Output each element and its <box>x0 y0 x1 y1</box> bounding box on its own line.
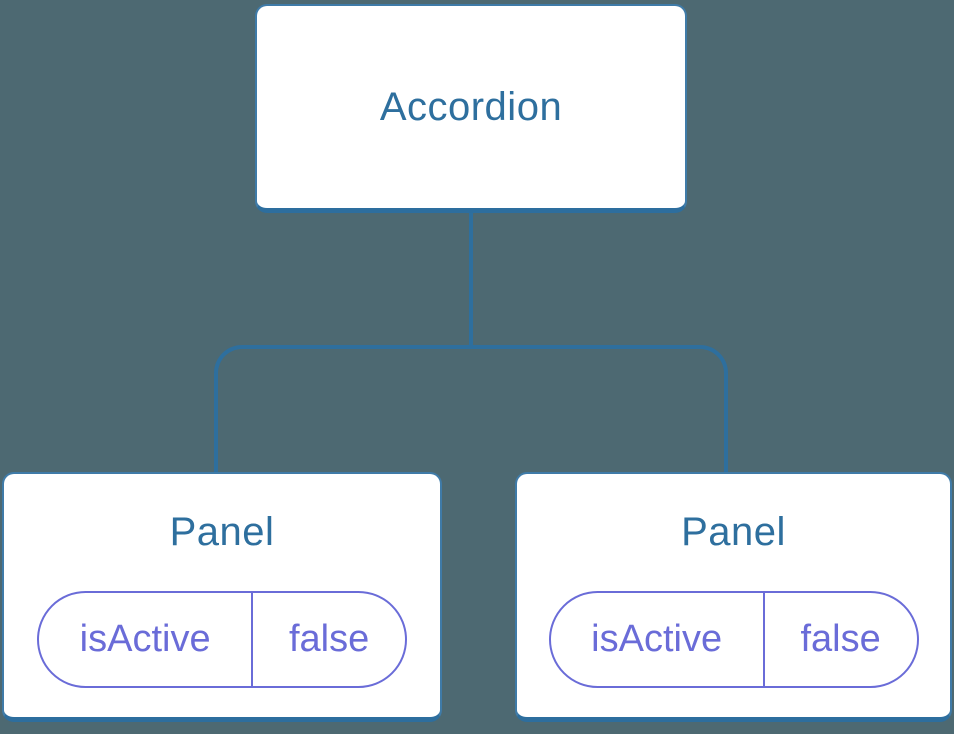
state-pill: isActive false <box>37 591 407 688</box>
panel-node-label: Panel <box>681 510 786 554</box>
panel-node-label: Panel <box>169 510 275 554</box>
panel-node-left: Panel isActive false <box>2 472 442 722</box>
connector-bracket <box>214 345 728 472</box>
connector-stem <box>469 213 473 347</box>
state-value: false <box>800 618 881 660</box>
state-pill: isActive false <box>548 591 919 688</box>
accordion-node: Accordion <box>255 4 687 213</box>
state-key: isActive <box>39 593 254 686</box>
panel-node-right: Panel isActive false <box>515 472 952 722</box>
accordion-node-label: Accordion <box>379 84 563 129</box>
state-key: isActive <box>551 593 765 686</box>
state-value: false <box>288 618 370 660</box>
